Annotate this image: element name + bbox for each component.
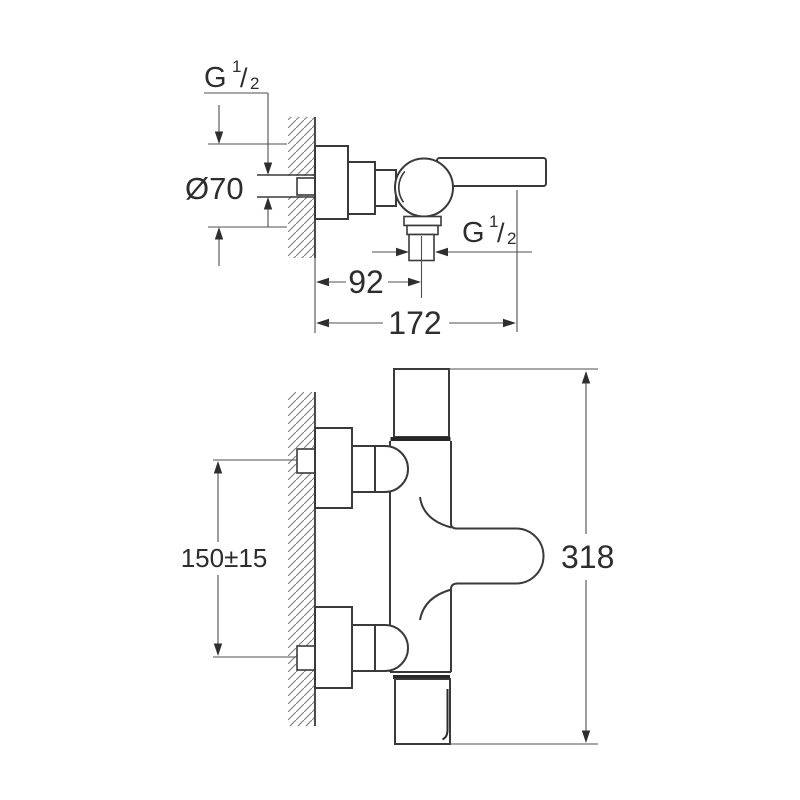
bottom-port-shade-line: [441, 689, 449, 741]
lower-wall-connection: [296, 606, 409, 689]
lower-escutcheon: [314, 606, 353, 689]
dimension-thread-inlet: G 1 / 2: [204, 57, 273, 227]
lower-union-nut: [374, 624, 409, 672]
escutcheon-side: [314, 145, 349, 220]
upper-union-nut: [374, 445, 409, 493]
arrowhead-left-icon: [316, 277, 329, 287]
arrowhead-up-icon: [213, 461, 223, 474]
dimension-thread-outlet: G 1 / 2: [372, 212, 532, 257]
dimension-offset-92: 92: [316, 264, 421, 300]
body-step-side: [347, 161, 376, 215]
arrowhead-left-icon: [316, 318, 329, 328]
outlet-collar-upper: [403, 215, 442, 227]
arrowhead-up-icon: [581, 371, 591, 384]
body-right-edge-with-spout: [450, 441, 545, 672]
arrowhead-up-icon: [214, 227, 224, 240]
upper-escutcheon: [314, 427, 353, 509]
dia70-label: Ø70: [185, 171, 244, 206]
arrowhead-right-icon: [396, 247, 409, 257]
arrowhead-up-icon: [263, 197, 273, 210]
dimension-projection-172: 172: [316, 190, 518, 341]
dim318-label: 318: [561, 539, 614, 575]
upper-wall-connection: [296, 427, 409, 509]
top-port: [393, 368, 450, 438]
side-view: G 1 / 2 Ø70 92: [185, 57, 547, 341]
upper-wall-nut: [296, 448, 316, 474]
dim172-label: 172: [388, 305, 441, 341]
spout-lower-fillet: [419, 588, 452, 621]
outlet-collar-lower: [406, 224, 439, 236]
arrowhead-right-icon: [408, 277, 421, 287]
inlet-union-nut: [296, 177, 316, 196]
thread-inlet-label: G 1 / 2: [204, 57, 259, 94]
thread-outlet-label: G 1 / 2: [462, 212, 516, 249]
dimension-connection-distance: 150±15: [181, 459, 298, 658]
cartridge-housing-circle: [394, 157, 454, 218]
cartridge-inner-arc: [397, 170, 406, 203]
dimension-diameter-70: Ø70: [185, 105, 287, 266]
bottom-port: [394, 678, 451, 745]
lower-body-step: [351, 624, 376, 672]
dim150-label: 150±15: [181, 543, 268, 573]
upper-body-step: [351, 445, 376, 493]
arrowhead-down-icon: [263, 162, 273, 175]
front-view: 150±15 318: [181, 368, 614, 745]
arrowhead-right-icon: [503, 318, 516, 328]
dimension-total-height: 318: [561, 371, 614, 743]
arrowhead-down-icon: [213, 643, 223, 656]
dim92-label: 92: [348, 264, 384, 300]
arrowhead-left-icon: [435, 247, 448, 257]
lower-wall-nut: [296, 645, 316, 671]
arrowhead-down-icon: [581, 730, 591, 743]
wall-hatch: [288, 392, 315, 726]
spout-upper-fillet: [419, 496, 452, 529]
arrowhead-down-icon: [214, 131, 224, 144]
body-neck-side: [374, 169, 397, 207]
